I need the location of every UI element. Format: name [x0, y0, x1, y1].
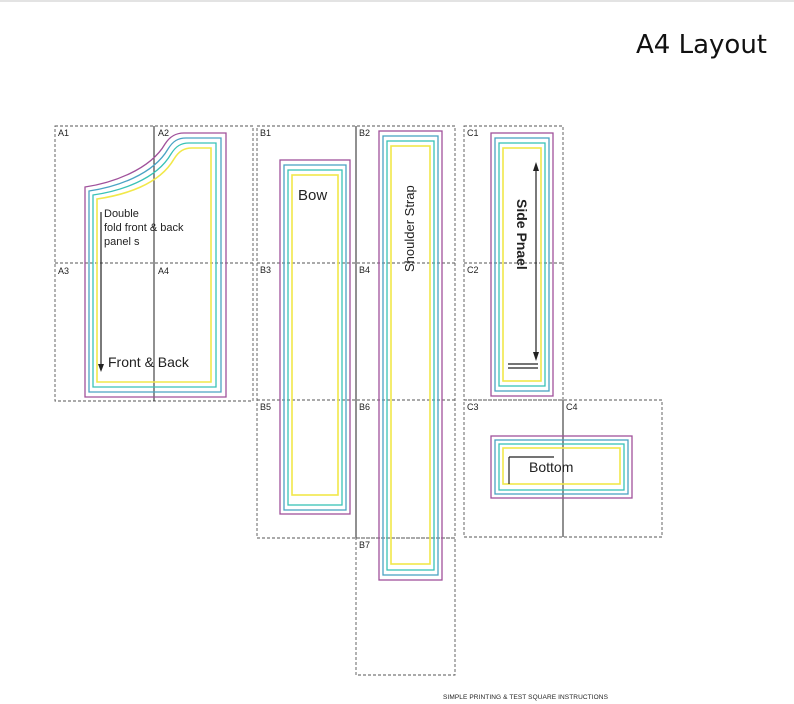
cell-label-a4: A4 — [158, 266, 169, 276]
cell-label-a2: A2 — [158, 128, 169, 138]
cell-label-b1: B1 — [260, 128, 271, 138]
grainline-arrowhead-icon — [98, 364, 104, 372]
side-panel-label: Side Pnael — [514, 199, 530, 270]
cell-label-c1: C1 — [467, 128, 479, 138]
cell-label-b4: B4 — [359, 265, 370, 275]
cell-label-c3: C3 — [467, 402, 479, 412]
cell-label-a3: A3 — [58, 266, 69, 276]
shoulder-strap-label: Shoulder Strap — [402, 185, 417, 272]
bow-piece: Bow — [279, 159, 351, 515]
bottom-label: Bottom — [529, 459, 573, 475]
top-border — [0, 0, 794, 2]
group-c-grid: C1 C2 C3 C4 — [463, 125, 663, 538]
footer-instructions: SIMPLE PRINTING & TEST SQUARE INSTRUCTIO… — [443, 694, 609, 701]
cell-label-a1: A1 — [58, 128, 69, 138]
side-panel-piece: Side Pnael — [490, 132, 554, 397]
grid-c-lower-border — [463, 399, 663, 538]
cell-label-c2: C2 — [467, 265, 479, 275]
cell-label-b3: B3 — [260, 265, 271, 275]
front-back-label: Front & Back — [108, 354, 190, 370]
side-panel-arrowhead-up-icon — [533, 162, 539, 171]
bow-label: Bow — [298, 187, 327, 204]
grid-b7-border — [355, 537, 456, 676]
cell-label-b6: B6 — [359, 402, 370, 412]
side-panel-arrowhead-down-icon — [533, 352, 539, 361]
cell-label-c4: C4 — [566, 402, 578, 412]
page-title: A4 Layout — [636, 30, 767, 60]
grid-c-upper-border — [463, 125, 564, 401]
front-back-note-line-1: Double — [104, 208, 139, 220]
cell-label-b7: B7 — [359, 540, 370, 550]
front-back-piece: Double fold front & back panel s Front &… — [84, 132, 227, 398]
front-back-note-line-3: panel s — [104, 236, 140, 248]
shoulder-strap-piece: Shoulder Strap — [378, 130, 443, 581]
bottom-piece: Bottom — [490, 435, 633, 499]
group-b-grid: B1 B2 B3 B4 B5 B6 B7 — [256, 125, 456, 676]
front-back-note-line-2: fold front & back — [104, 222, 184, 234]
cell-label-b5: B5 — [260, 402, 271, 412]
cell-label-b2: B2 — [359, 128, 370, 138]
